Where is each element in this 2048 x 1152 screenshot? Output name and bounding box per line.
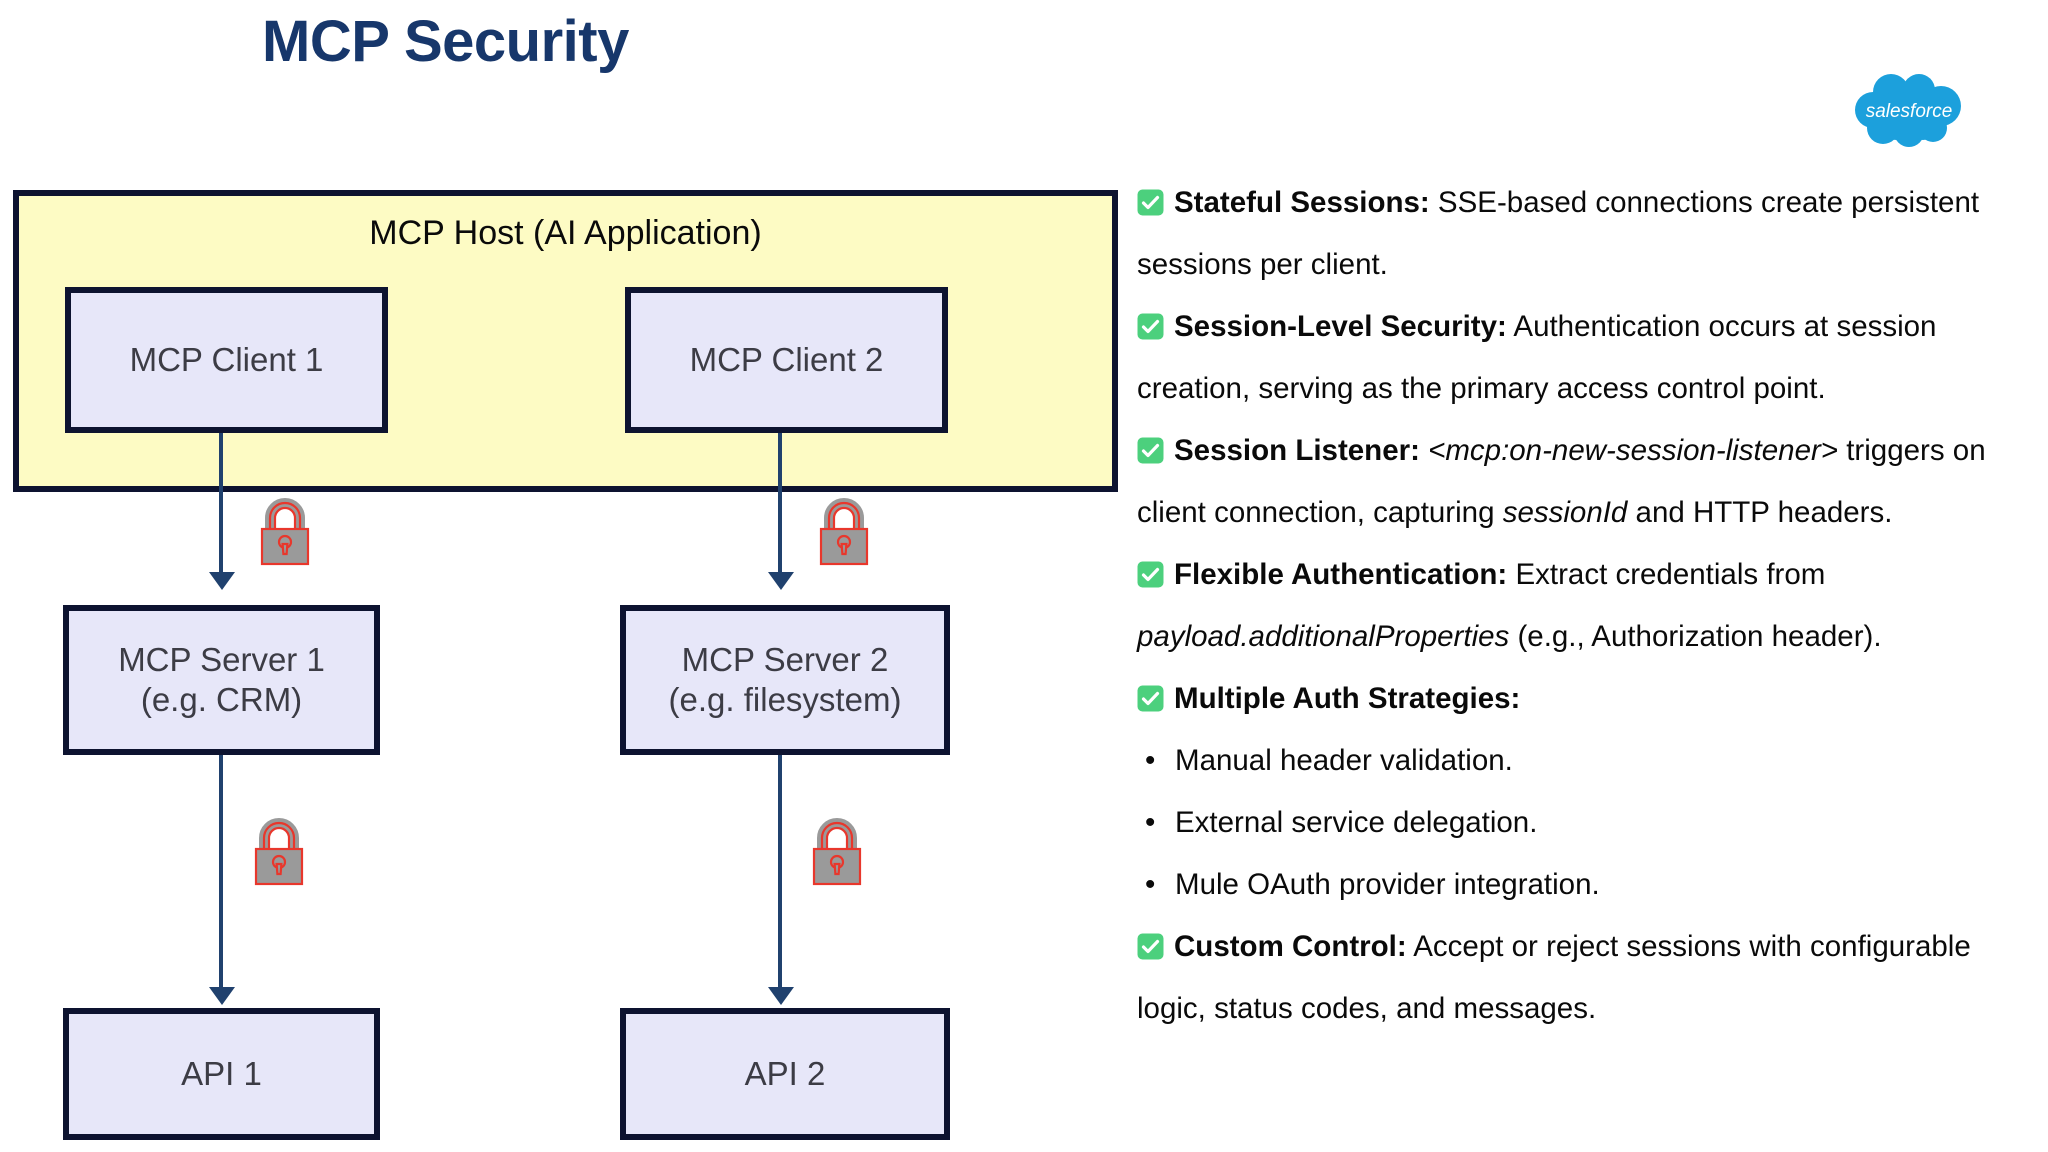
check-box-icon	[1137, 313, 1164, 340]
mcp-server-2-box[interactable]: MCP Server 2 (e.g. filesystem)	[620, 605, 950, 755]
connector-server2-api2	[778, 755, 782, 993]
connector-client2-server2	[778, 433, 782, 578]
check-box-icon	[1137, 437, 1164, 464]
feature-label: Session-Level Security:	[1174, 310, 1507, 343]
feature-code-listener: <mcp:on-new-session-listener>	[1428, 434, 1839, 467]
feature-text-pre: Extract credentials from	[1507, 558, 1826, 591]
lock-icon	[254, 498, 316, 568]
bullet-icon: •	[1145, 868, 1156, 901]
feature-text-pre	[1420, 434, 1428, 467]
check-box-icon	[1137, 189, 1164, 216]
feature-code-sessionid: sessionId	[1502, 496, 1628, 529]
list-item: • Mule OAuth provider integration.	[1137, 854, 2017, 916]
connector-client1-server1	[219, 433, 223, 578]
list-item: • Manual header validation.	[1137, 730, 2017, 792]
mcp-server-1-sublabel: (e.g. CRM)	[140, 681, 303, 718]
list-item-label: Manual header validation.	[1175, 744, 1513, 777]
list-item-label: External service delegation.	[1175, 806, 1538, 839]
salesforce-cloud-logo: salesforce	[1853, 70, 1965, 148]
feature-stateful-sessions: Stateful Sessions: SSE-based connections…	[1137, 172, 2017, 296]
feature-session-listener: Session Listener: <mcp:on-new-session-li…	[1137, 420, 2017, 544]
feature-custom-control: Custom Control: Accept or reject session…	[1137, 916, 2017, 1040]
mcp-server-2-sublabel: (e.g. filesystem)	[668, 681, 902, 718]
feature-label: Multiple Auth Strategies:	[1174, 682, 1521, 715]
feature-text-post: (e.g., Authorization header).	[1509, 620, 1882, 653]
check-box-icon	[1137, 933, 1164, 960]
mcp-client-1-label: MCP Client 1	[129, 340, 324, 378]
feature-label: Flexible Authentication:	[1174, 558, 1508, 591]
api-2-label: API 2	[744, 1054, 826, 1092]
feature-session-level-security: Session-Level Security: Authentication o…	[1137, 296, 2017, 420]
feature-multiple-auth-strategies: Multiple Auth Strategies:	[1137, 668, 2017, 730]
arrow-head-client1-server1	[209, 572, 235, 590]
arrow-head-server1-api1	[209, 987, 235, 1005]
bullet-icon: •	[1145, 744, 1156, 777]
feature-text-post: and HTTP headers.	[1627, 496, 1893, 529]
feature-label: Session Listener:	[1174, 434, 1420, 467]
feature-code-payload: payload.additionalProperties	[1137, 620, 1510, 653]
mcp-server-1-label: MCP Server 1	[118, 640, 325, 678]
connector-server1-api1	[219, 755, 223, 993]
feature-list: Stateful Sessions: SSE-based connections…	[1137, 172, 2017, 1040]
api-2-box[interactable]: API 2	[620, 1008, 950, 1140]
mcp-server-1-box[interactable]: MCP Server 1 (e.g. CRM)	[63, 605, 380, 755]
bullet-icon: •	[1145, 806, 1156, 839]
feature-flexible-authentication: Flexible Authentication: Extract credent…	[1137, 544, 2017, 668]
arrow-head-server2-api2	[768, 987, 794, 1005]
list-item: • External service delegation.	[1137, 792, 2017, 854]
feature-label: Custom Control:	[1174, 930, 1407, 963]
check-box-icon	[1137, 561, 1164, 588]
api-1-box[interactable]: API 1	[63, 1008, 380, 1140]
feature-label: Stateful Sessions:	[1174, 186, 1430, 219]
page-title: MCP Security	[262, 9, 629, 74]
architecture-diagram: MCP Host (AI Application) MCP Client 1 M…	[13, 190, 1118, 1140]
mcp-server-2-label: MCP Server 2	[681, 640, 889, 678]
feature-body: Authentication occurs at session creatio…	[1137, 310, 1937, 405]
mcp-client-2-label: MCP Client 2	[689, 340, 884, 378]
feature-body: SSE-based connections create persistent …	[1137, 186, 1980, 281]
mcp-client-1-box[interactable]: MCP Client 1	[65, 287, 388, 433]
check-box-icon	[1137, 685, 1164, 712]
api-1-label: API 1	[181, 1054, 262, 1092]
lock-icon	[806, 818, 868, 888]
mcp-client-2-box[interactable]: MCP Client 2	[625, 287, 948, 433]
feature-body: Accept or reject sessions with configura…	[1137, 930, 1971, 1025]
list-item-label: Mule OAuth provider integration.	[1175, 868, 1600, 901]
feature-text-mid: triggers on client connection, capturing	[1137, 434, 1986, 529]
lock-icon	[813, 498, 875, 568]
lock-icon	[248, 818, 310, 888]
mcp-host-label: MCP Host (AI Application)	[369, 214, 762, 252]
svg-text:salesforce: salesforce	[1866, 101, 1953, 122]
arrow-head-client2-server2	[768, 572, 794, 590]
